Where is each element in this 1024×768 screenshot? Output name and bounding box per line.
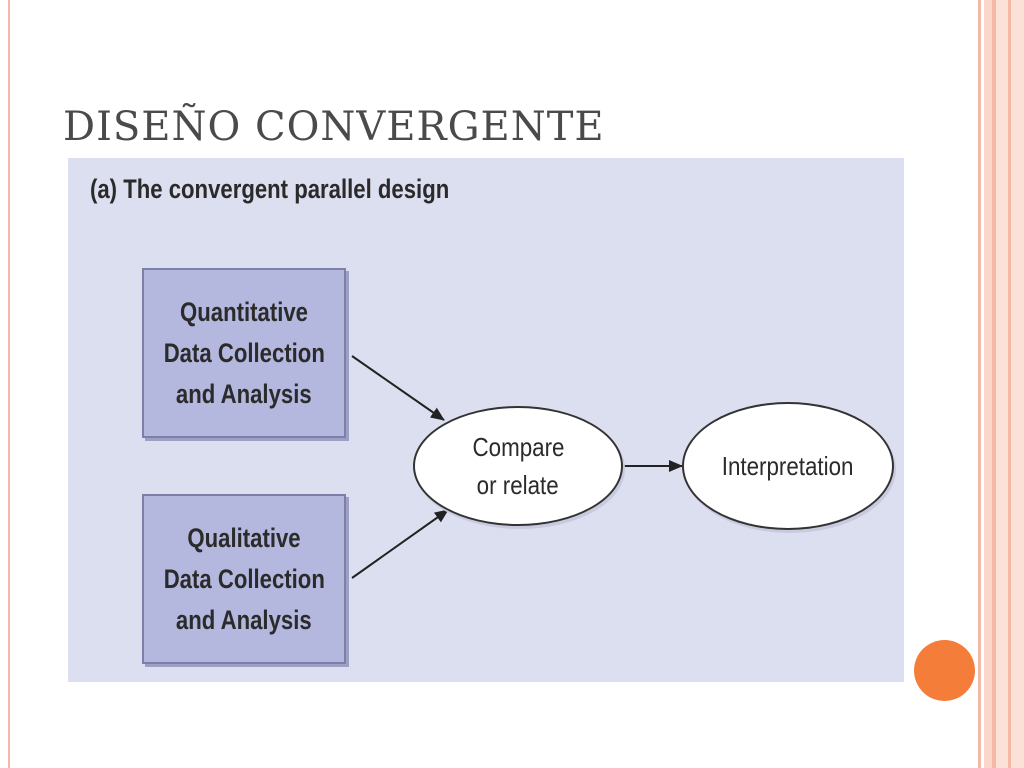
box-label-line: Quantitative: [180, 296, 308, 327]
left-border-line: [8, 0, 10, 768]
box-label-line: and Analysis: [176, 378, 312, 409]
interpretation-node: Interpretation: [682, 402, 894, 530]
right-decor-stripe: [992, 0, 996, 768]
quantitative-box: Quantitative Data Collection and Analysi…: [142, 268, 346, 438]
arrow-quantitative-to-compare: [351, 355, 445, 421]
arrow-qualitative-to-compare: [351, 509, 449, 579]
decorative-orange-dot: [914, 640, 975, 701]
box-label-line: Data Collection: [163, 563, 325, 594]
box-label-line: Qualitative: [187, 522, 301, 553]
slide-title: DISEÑO CONVERGENTE: [63, 104, 605, 150]
right-decor-stripe: [978, 0, 981, 768]
compare-node: Compare or relate: [413, 406, 623, 526]
node-label-line: Interpretation: [722, 451, 854, 481]
figure-caption: (a) The convergent parallel design: [90, 174, 450, 204]
diagram-figure: (a) The convergent parallel design Quant…: [68, 158, 904, 682]
node-label-line: Compare: [472, 432, 564, 462]
node-label-line: or relate: [476, 470, 560, 500]
right-decor-stripe: [1008, 0, 1011, 768]
right-decor-stripe: [984, 0, 992, 768]
box-label-line: and Analysis: [176, 604, 312, 635]
box-label-line: Data Collection: [163, 337, 325, 368]
qualitative-box: Qualitative Data Collection and Analysis: [142, 494, 346, 664]
